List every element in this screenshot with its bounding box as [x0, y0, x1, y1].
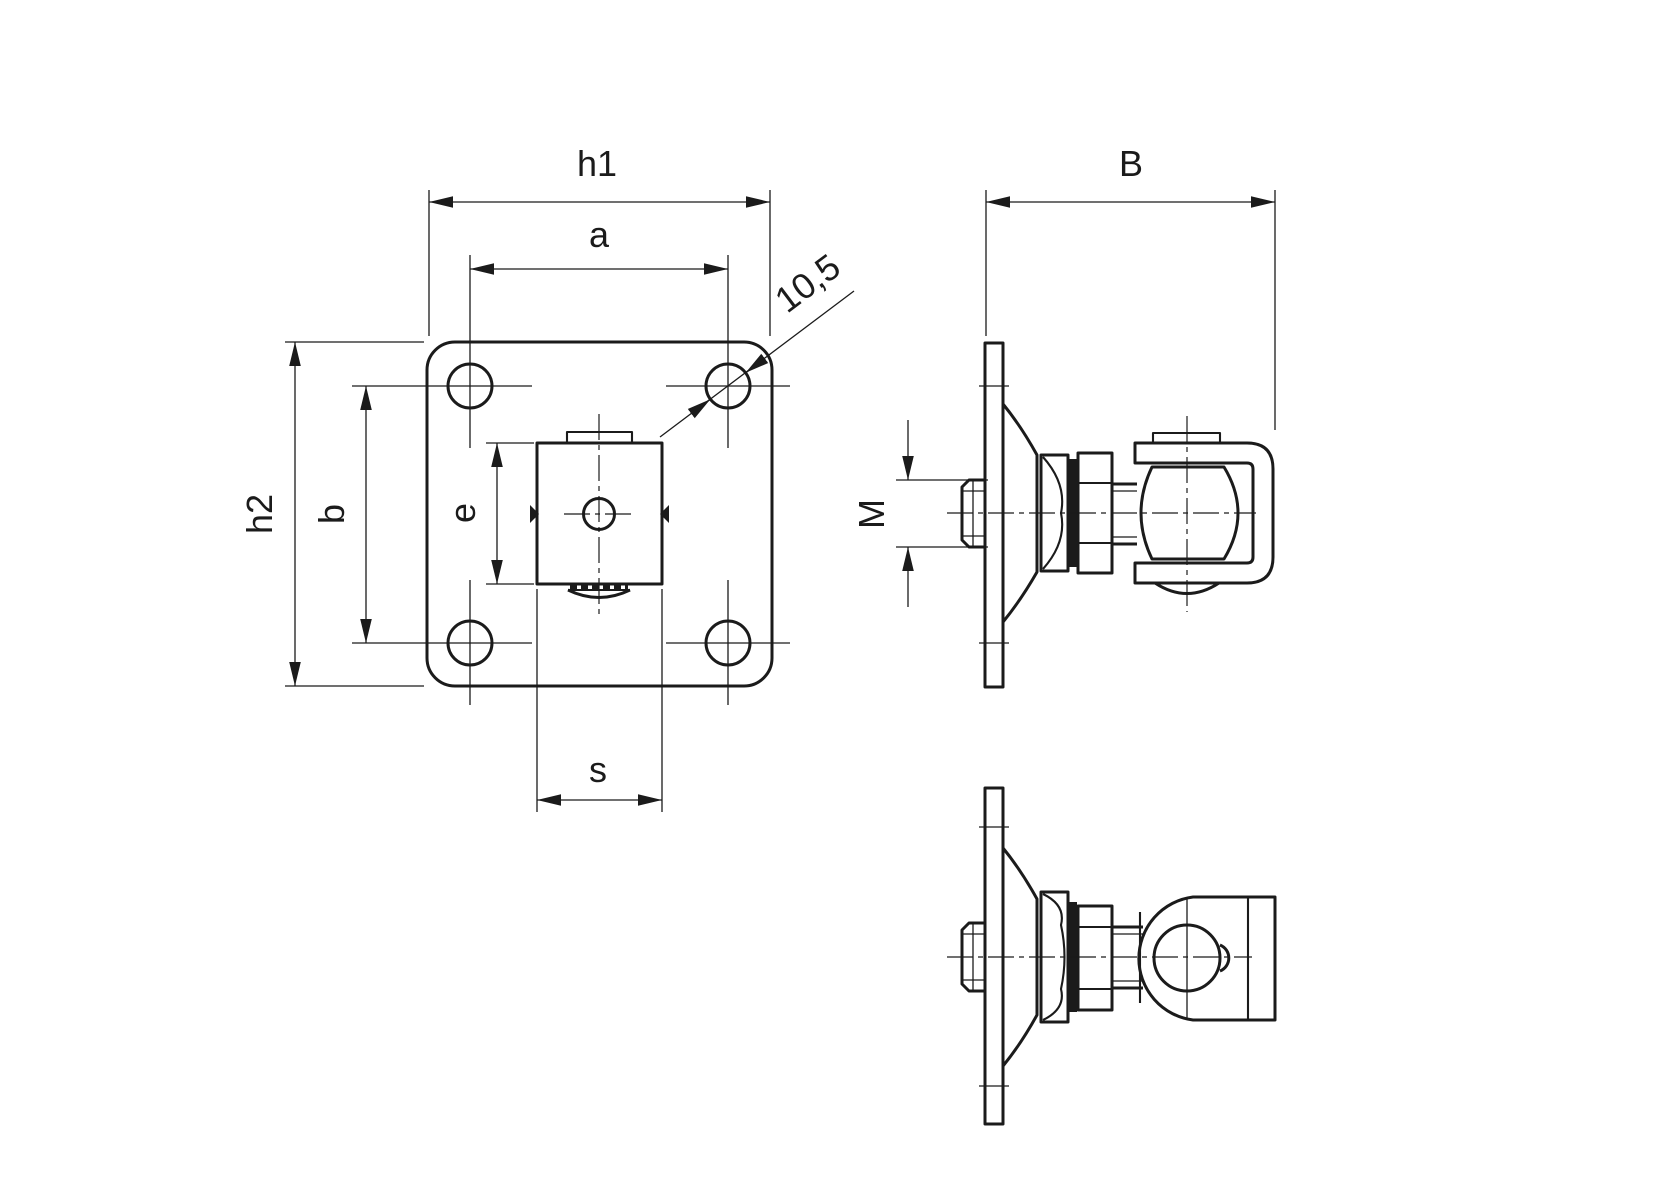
- top-view: [947, 786, 1277, 1126]
- stud-outline-top-view: [1112, 925, 1143, 990]
- bolt-head-facets-top-view: [963, 933, 985, 981]
- dim-e-label: e: [442, 503, 483, 523]
- plate-hole-ticks: [979, 385, 1009, 644]
- dia-arrow-lower: [687, 398, 711, 419]
- boss-right-notch: [660, 505, 669, 523]
- dim-s: s: [536, 589, 663, 812]
- bolt-head-facets: [963, 490, 985, 537]
- dim-h2: h2: [239, 341, 424, 687]
- dim-e: e: [442, 442, 534, 585]
- dim-h1-label: h1: [577, 143, 617, 184]
- dim-B-label: B: [1119, 143, 1143, 184]
- stud-thread-lines: [1112, 490, 1137, 538]
- front-view: [410, 255, 790, 705]
- hex-nut-facets: [1078, 481, 1112, 545]
- dim-h1: h1: [428, 143, 771, 336]
- dim-a: a: [470, 214, 728, 275]
- stud-outline: [1112, 482, 1137, 546]
- hinge-eye-body: [1137, 895, 1277, 1022]
- plate-edge: [983, 341, 1005, 689]
- hex-nut-top-view: [1076, 904, 1114, 1012]
- dim-B-extension-lines: [985, 190, 1276, 430]
- dim-hole-dia-label: 10,5: [767, 246, 848, 321]
- centerline-bottom-holes-vertical: [469, 580, 729, 705]
- hinge-eye-nub: [1219, 943, 1231, 973]
- dim-M-label: M: [851, 499, 892, 529]
- dia-arrow-upper: [745, 353, 769, 374]
- u-bracket: [1133, 441, 1275, 585]
- plate-hole-ticks-top-view: [979, 826, 1009, 1087]
- stud-thread-lines-top-view: [1112, 933, 1143, 982]
- dim-B: B: [985, 143, 1276, 430]
- dim-h1-extension-lines: [428, 190, 771, 336]
- dim-e-extension-lines: [486, 442, 534, 585]
- dim-M: M: [851, 420, 988, 607]
- dim-s-label: s: [589, 749, 607, 790]
- dim-h2-label: h2: [239, 494, 280, 534]
- dim-a-label: a: [589, 214, 610, 255]
- mounting-plate-outline: [425, 340, 774, 688]
- boss-left-notch: [530, 505, 539, 523]
- dim-s-extension-lines: [536, 589, 663, 812]
- dim-M-extension-lines: [896, 479, 988, 548]
- hole-centerlines: [410, 255, 790, 705]
- centerline-top-holes-vertical: [469, 255, 729, 448]
- hex-nut-facets-top-view: [1078, 925, 1112, 991]
- ball-nut: [1139, 465, 1240, 561]
- dim-b-label: b: [311, 504, 352, 524]
- plate-edge-top-view: [983, 786, 1005, 1126]
- dim-h2-extension-lines: [285, 341, 424, 687]
- dim-b-extension-lines: [352, 385, 410, 644]
- side-view: [947, 341, 1275, 689]
- dim-b: b: [311, 385, 410, 644]
